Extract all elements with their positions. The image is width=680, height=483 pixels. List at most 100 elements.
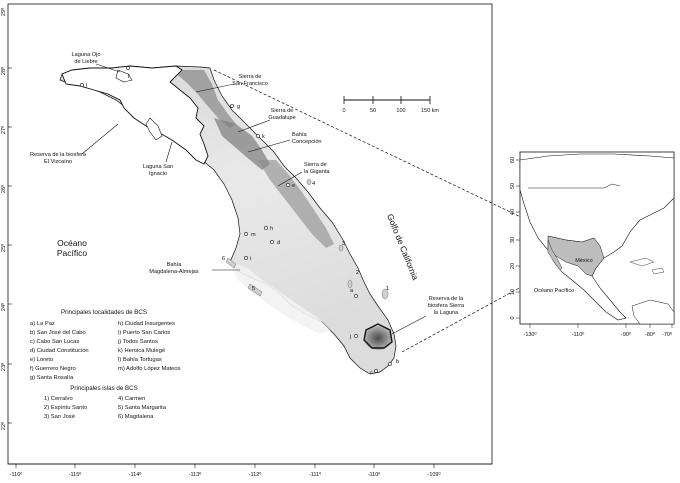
locality-point [270,240,274,244]
legend-islands: Principales islas de BCS 1) Cerralvo 2) … [44,385,167,420]
x-tick-label: -110º [368,471,381,478]
ocean-label: Pacífico [57,248,88,258]
island-label: 6 [222,256,225,262]
legend-localities-title: Principales localidades de BCS [61,309,147,316]
mountain-ridge-north [172,70,236,128]
legend-item: c) Cabo San Lucas [30,339,79,345]
inset-border-canada [528,183,621,189]
legend-item: i) Puerto San Carlos [118,330,170,336]
cabo-relief [364,326,392,350]
mountain-ridge-giganta [258,160,334,248]
island-san-jose-shape [338,244,344,252]
legend-item: h) Ciudad Insurgentes [118,321,175,327]
legend-item: d) Ciudad Constitución [30,348,89,354]
locality-label: e [292,183,295,189]
inset-hispaniola [651,267,665,275]
legend-item: 4) Carmen [118,396,145,402]
place-label-reserva-sierra-laguna: Reserva de la biosfera Sierra la Laguna [391,296,465,335]
inset-cuba [629,257,655,267]
locality-label: h [270,226,273,232]
locality-point [244,232,248,236]
main-y-axis: 29º 28º 27º 26º 25º 24º 23º 22º [0,8,12,430]
inset-y-tick-label: 40 [510,209,516,215]
y-tick-label: 25º [0,244,7,252]
inset-connector-top [213,69,553,233]
locality-point [244,256,248,260]
inset-x-tick-label: -110º [572,331,585,338]
y-tick-label: 23º [0,363,7,371]
locality-point [374,369,378,373]
svg-text:Sierra de: Sierra de [304,162,327,168]
y-tick-label: 24º [0,303,7,311]
svg-text:Reserva de la biosfera: Reserva de la biosfera [30,152,87,158]
scale-label: 150 km [421,108,439,114]
svg-text:Concepción: Concepción [292,139,322,145]
locality-point [230,104,234,108]
x-tick-label: -109º [427,471,440,478]
inset-y-tick-label: 10 [510,289,516,295]
scale-label: 100 [396,108,405,114]
x-tick-label: -111º [309,471,321,478]
island-santa-margarita-shape [247,283,263,297]
sierra-laguna-reserve-outline [363,323,393,349]
locality-label: a [350,288,354,294]
locality-markers: a b c d e f g h i j k l m [80,66,399,376]
inset-ocean-label: Océano Pacífico [534,288,574,294]
place-label-bahia-concepcion: Bahía Concepción [247,132,322,153]
legend-item: 2) Espíritu Santo [44,405,87,411]
island-cerralvo-shape [381,288,389,300]
svg-text:El Vizcaíno: El Vizcaíno [44,159,72,165]
inset-mexico [547,235,605,277]
legend-item: 3) San José [44,414,75,420]
svg-text:la Giganta: la Giganta [304,169,330,175]
inset-x-tick-label: -90º [621,331,631,338]
locality-label: m [251,232,256,238]
locality-label: l [86,83,87,89]
y-tick-label: 26º [0,185,7,193]
place-label-laguna-ojo-de-liebre: Laguna Ojo de Liebre [72,52,121,73]
locality-label: j [349,334,351,340]
scale-label: 0 [342,108,345,114]
legend-item: j) Todos Santos [117,339,158,345]
island-label: 2 [356,270,359,276]
inset-country-label: México [575,258,592,264]
inset-map: México Océano Pacífico -130º -110º -90º … [510,151,675,338]
svg-text:Laguna Ojo: Laguna Ojo [72,52,101,58]
locality-label: b [396,359,399,365]
legend-item: b) San José del Cabo [30,330,86,336]
place-label-bahia-magdalena: Bahía Magdalena-Almejas [149,262,240,275]
laguna-ojo-de-liebre-shape [115,69,133,83]
legend-islands-title: Principales islas de BCS [70,385,137,392]
svg-text:Bahía: Bahía [167,262,183,268]
place-label-sierra-san-francisco: Sierra de San Francisco [195,74,268,93]
x-tick-label: -116º [10,471,23,478]
legend-localities: Principales localidades de BCS a) La Paz… [30,309,181,381]
island-carmen-shape [306,178,312,186]
island-label: 3 [342,241,345,247]
inset-x-tick-label: -130º [523,331,536,338]
locality-label: k [262,134,265,140]
legend-item: 1) Cerralvo [44,396,73,402]
locality-point [80,83,84,87]
place-label-laguna-san-ignacio: Laguna San Ignacio [143,141,173,177]
place-label-sierra-giganta: Sierra de la Giganta [277,162,330,187]
island-espiritu-santo-shape [347,279,353,289]
inset-south-america [631,299,675,325]
inset-y-tick-label: 30 [510,237,516,243]
svg-text:Ignacio: Ignacio [149,171,167,177]
place-label-sierra-guadalupe: Sierra de Guadalupe [237,108,296,133]
locality-point [354,334,358,338]
svg-text:Sierra de: Sierra de [271,108,294,114]
scale-bar: 0 50 100 150 km [342,96,439,114]
locality-label: c [370,370,373,376]
y-tick-label: 22º [0,422,7,430]
svg-text:biosfera Sierra: biosfera Sierra [428,303,465,309]
legend-item: l) Bahía Tortugas [118,357,162,363]
island-label: 5 [252,286,255,292]
y-tick-label: 29º [0,8,7,16]
svg-text:de Liebre: de Liebre [74,59,97,65]
x-tick-label: -113º [189,471,202,478]
legend-item: k) Heroica Mulegé [118,348,165,354]
x-tick-label: -115º [69,471,82,478]
